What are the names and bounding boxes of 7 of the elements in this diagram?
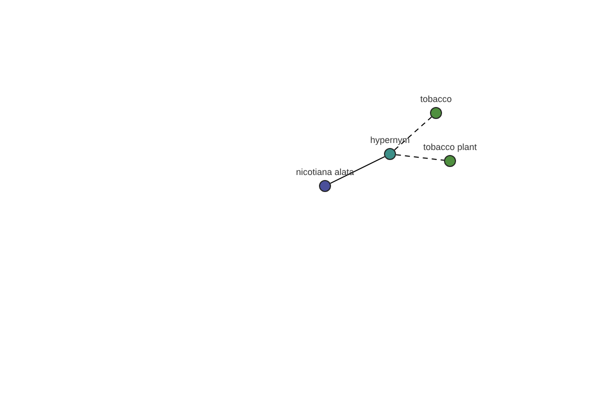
node-label: tobacco plant (423, 142, 477, 153)
node-label: nicotiana alata (296, 167, 354, 178)
connector-line (330, 156, 386, 184)
dashed-line (394, 116, 432, 150)
dashed-line (395, 154, 445, 161)
node-label: hypernym (370, 135, 410, 146)
node-label: tobacco (420, 94, 452, 105)
